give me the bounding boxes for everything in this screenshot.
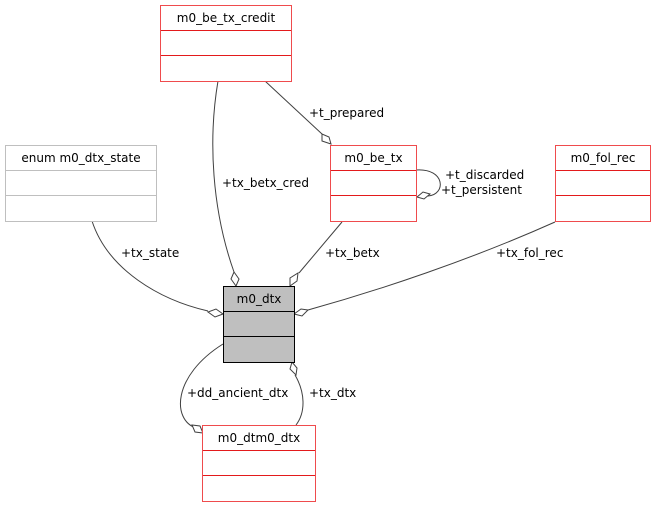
diamond-tx-state [206, 308, 225, 318]
node-title: m0_dtm0_dtx [203, 426, 315, 451]
label-tx-betx-cred: +tx_betx_cred [222, 176, 309, 190]
node-m0-be-tx[interactable]: m0_be_tx [330, 145, 417, 222]
edge-tx-dtx [294, 374, 304, 426]
node-attributes [203, 451, 315, 476]
node-attributes [6, 171, 156, 196]
diamond-tx-betx-cred [230, 270, 240, 288]
label-t-discarded: +t_discarded [445, 168, 525, 182]
node-methods [161, 56, 291, 81]
node-attributes [556, 171, 650, 196]
diamond-dd-ancient-dtx [191, 424, 204, 434]
edge-tx-betx-cred [212, 80, 235, 273]
node-attributes [224, 312, 294, 337]
label-t-prepared: +t_prepared [309, 106, 385, 120]
node-methods [331, 196, 416, 221]
node-title: m0_dtx [224, 287, 294, 312]
label-t-persistent: +t_persistent [441, 183, 522, 197]
node-attributes [331, 171, 416, 196]
node-title: enum m0_dtx_state [6, 146, 156, 171]
diamond-t-prepared [321, 133, 332, 145]
node-enum-m0-dtx-state[interactable]: enum m0_dtx_state [5, 145, 157, 222]
edge-tx-fol-rec [307, 221, 556, 311]
node-title: m0_fol_rec [556, 146, 650, 171]
edge-t-discarded-persistent [415, 169, 441, 197]
edge-tx-betx [298, 221, 343, 274]
node-m0-be-tx-credit[interactable]: m0_be_tx_credit [160, 5, 292, 82]
label-dd-ancient-dtx: +dd_ancient_dtx [187, 386, 289, 400]
edge-t-prepared [264, 80, 323, 135]
node-methods [203, 476, 315, 501]
node-m0-fol-rec[interactable]: m0_fol_rec [555, 145, 651, 222]
label-tx-state: +tx_state [121, 246, 180, 260]
node-m0-dtm0-dtx[interactable]: m0_dtm0_dtx [202, 425, 316, 502]
diamond-tx-dtx [289, 360, 298, 377]
edge-dd-ancient-dtx [179, 343, 224, 429]
node-title: m0_be_tx_credit [161, 6, 291, 31]
node-methods [556, 196, 650, 221]
diamond-tx-fol-rec [292, 308, 310, 317]
label-tx-betx: +tx_betx [325, 246, 380, 260]
diamond-t-self [415, 191, 432, 200]
node-m0-dtx[interactable]: m0_dtx [223, 286, 295, 363]
label-tx-dtx: +tx_dtx [309, 386, 357, 400]
node-attributes [161, 31, 291, 56]
node-title: m0_be_tx [331, 146, 416, 171]
node-methods [6, 196, 156, 221]
diamond-tx-betx [289, 272, 299, 287]
edge-tx-state [91, 220, 209, 312]
node-methods [224, 337, 294, 362]
label-tx-fol-rec: +tx_fol_rec [496, 246, 564, 260]
